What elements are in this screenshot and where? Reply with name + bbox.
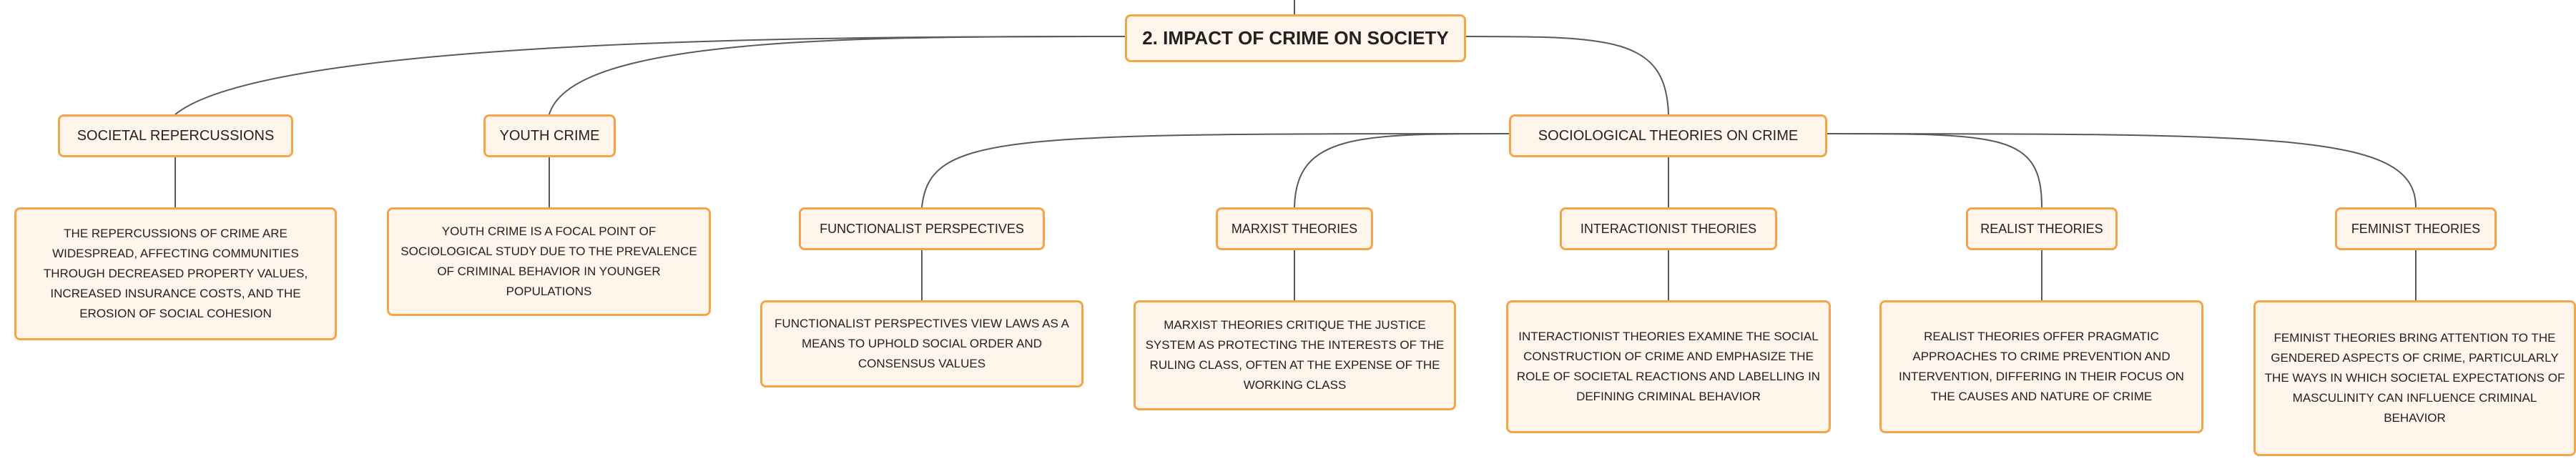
desc-youth-crime[interactable]: YOUTH CRIME IS A FOCAL POINT OF SOCIOLOG… [387, 207, 711, 316]
connector-theories-to-feminist [1827, 133, 2417, 208]
root-node[interactable]: 2. IMPACT OF CRIME ON SOCIETY [1125, 14, 1466, 62]
node-functionalist-perspectives[interactable]: FUNCTIONALIST PERSPECTIVES [799, 207, 1045, 250]
desc-feminist-theories[interactable]: FEMINIST THEORIES BRING ATTENTION TO THE… [2253, 300, 2576, 456]
desc-marxist-theories[interactable]: MARXIST THEORIES CRITIQUE THE JUSTICE SY… [1134, 300, 1456, 410]
node-sociological-theories[interactable]: SOCIOLOGICAL THEORIES ON CRIME [1509, 114, 1827, 157]
desc-interactionist-theories[interactable]: INTERACTIONIST THEORIES EXAMINE THE SOCI… [1506, 300, 1831, 433]
desc-societal-repercussions[interactable]: THE REPERCUSSIONS OF CRIME ARE WIDESPREA… [14, 207, 337, 340]
node-feminist-theories[interactable]: FEMINIST THEORIES [2335, 207, 2497, 250]
node-societal-repercussions[interactable]: SOCIETAL REPERCUSSIONS [58, 114, 293, 157]
desc-functionalist-perspectives[interactable]: FUNCTIONALIST PERSPECTIVES VIEW LAWS AS … [760, 300, 1083, 387]
node-youth-crime[interactable]: YOUTH CRIME [483, 114, 616, 157]
desc-realist-theories[interactable]: REALIST THEORIES OFFER PRAGMATIC APPROAC… [1879, 300, 2203, 433]
connector-theories-to-realist [1827, 133, 2042, 208]
connector-root-to-youth [549, 36, 1126, 115]
connector-root-to-societal [174, 36, 1126, 115]
node-interactionist-theories[interactable]: INTERACTIONIST THEORIES [1560, 207, 1777, 250]
node-marxist-theories[interactable]: MARXIST THEORIES [1216, 207, 1373, 250]
connector-theories-to-functionalist [921, 133, 1510, 208]
node-realist-theories[interactable]: REALIST THEORIES [1966, 207, 2118, 250]
connector-root-to-theories [1465, 36, 1669, 115]
connector-theories-to-marxist [1294, 133, 1510, 208]
